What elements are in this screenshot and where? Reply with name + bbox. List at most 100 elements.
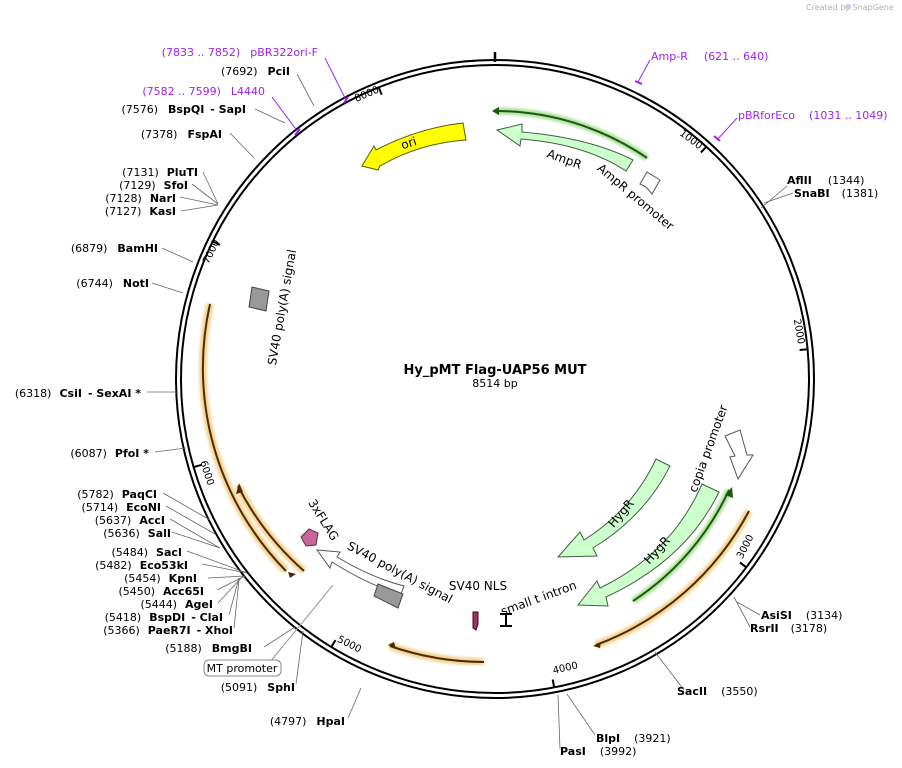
svg-text:(5714)EcoNI: (5714) EcoNI <box>82 501 161 514</box>
svg-text:(5418)BspDI- ClaI: (5418) BspDI - ClaI <box>105 611 223 624</box>
site-name: PasI <box>560 745 586 758</box>
tick-label: 1000 <box>677 128 704 152</box>
tick-label: 2000 <box>791 318 806 345</box>
tick-label: 8000 <box>353 85 381 105</box>
feature-mt-promoter[interactable]: MT promoter <box>203 584 334 677</box>
svg-text:(7833 .. 7852)pBR322ori-F: (7833 .. 7852)pBR322ori-F <box>162 46 318 59</box>
feature-sv40-polya-2[interactable]: SV40 poly(A) signal <box>315 539 455 609</box>
site-pos: (7128) <box>105 192 142 205</box>
tick-mark <box>739 561 747 569</box>
site-pos: (5188) <box>165 642 202 655</box>
feature-label-small-t-intron: small t intron <box>499 578 579 618</box>
site-pos: (5444) <box>140 598 177 611</box>
svg-text:(7129)SfoI: (7129) SfoI <box>119 179 188 192</box>
svg-text:(7378)FspAI: (7378) FspAI <box>141 128 222 141</box>
site-name: FspAI <box>187 128 222 141</box>
feature-hygr-1[interactable]: HygR <box>556 458 671 558</box>
map-title: Hy_pMT Flag-UAP56 MUT <box>403 363 586 378</box>
feature-label-sv40-nls: SV40 NLS <box>449 579 507 593</box>
primer-name: pBRforEco <box>738 109 795 122</box>
site-name: Eco53kI <box>140 559 188 572</box>
site-name: NotI <box>123 277 149 290</box>
svg-text:(5454)KpnI: (5454)KpnI <box>124 572 197 585</box>
site-name: KpnI <box>169 572 197 585</box>
site-pos: (5091) <box>221 681 258 694</box>
site-pos: (5714) <box>82 501 119 514</box>
site-pos: (5418) <box>105 611 142 624</box>
feature-label-ampr: AmpR <box>545 147 583 172</box>
site-name: PaqCI <box>122 488 157 501</box>
svg-text:AsiSI(3134): AsiSI(3134) <box>761 609 842 622</box>
site-name: BamHI <box>117 242 158 255</box>
site-extra: - ClaI <box>191 611 223 624</box>
site-name: Acc65I <box>163 585 204 598</box>
site-pos: (3921) <box>634 732 671 745</box>
site-name: BspDI <box>149 611 185 624</box>
snapgene-logo-icon <box>844 3 852 11</box>
svg-text:RsrII(3178): RsrII (3178) <box>750 622 827 635</box>
orf-arcs[interactable] <box>198 107 753 666</box>
site-pos: (7378) <box>141 128 178 141</box>
svg-text:(6744)NotI: (6744)NotI <box>76 277 149 290</box>
site-name: PfoI * <box>115 447 149 460</box>
restriction-sites <box>147 73 794 750</box>
feature-small-t-intron[interactable]: small t intron <box>499 578 579 627</box>
map-size: 8514 bp <box>472 377 517 390</box>
svg-text:(5450)Acc65I: (5450) Acc65I <box>118 585 204 598</box>
tick-mark <box>551 679 556 688</box>
svg-text:(5091)SphI: (5091)SphI <box>221 681 295 694</box>
site-pos: (7692) <box>221 65 258 78</box>
primer-range: (7833 .. 7852) <box>162 46 241 59</box>
site-extra: - SexAI * <box>88 387 141 400</box>
feature-label-ampr-promoter: AmpR promoter <box>595 161 677 233</box>
primer-range: (621 .. 640) <box>704 50 769 63</box>
site-pos: (6087) <box>70 447 107 460</box>
site-extra: - SapI <box>210 103 246 116</box>
feature-label-sv40-polya-1: SV40 poly(A) signal <box>265 248 299 366</box>
svg-text:(7131)PluTI: (7131)PluTI <box>122 166 198 179</box>
site-pos: (1344) <box>828 174 865 187</box>
feature-copia-promoter[interactable]: copia promoter <box>686 403 754 494</box>
feature-ori[interactable]: ori <box>361 122 467 171</box>
tick-label: 6000 <box>197 459 215 487</box>
site-name: PluTI <box>167 166 198 179</box>
site-pos: (7129) <box>119 179 156 192</box>
site-name: BspQI <box>168 103 204 116</box>
site-name: BlpI <box>596 732 620 745</box>
tick-mark <box>799 348 808 351</box>
restriction-site-labels[interactable]: AflII(1344) SnaBI(1381) AsiSI(3134) RsrI… <box>15 65 878 758</box>
site-name: SfoI <box>164 179 188 192</box>
svg-text:(7128)NarI: (7128)NarI <box>105 192 176 205</box>
site-name: RsrII <box>750 622 779 635</box>
feature-ampr[interactable]: AmpR <box>495 123 634 172</box>
svg-text:(6087)PfoI *: (6087) PfoI * <box>70 447 149 460</box>
site-name: SalI <box>148 527 171 540</box>
site-name: AccI <box>139 514 165 527</box>
svg-text:BlpI(3921): BlpI (3921) <box>596 732 671 745</box>
site-pos: (3134) <box>806 609 843 622</box>
feature-3xflag[interactable]: 3xFLAG <box>300 497 341 547</box>
tick-label: 7000 <box>201 238 222 266</box>
site-pos: (5450) <box>118 585 155 598</box>
tick-mark <box>377 86 383 96</box>
site-name: SnaBI <box>794 187 830 200</box>
site-pos: (5366) <box>103 624 140 637</box>
svg-text:(7692)PciI: (7692) PciI <box>221 65 290 78</box>
feature-label-ori: ori <box>399 134 418 152</box>
svg-text:(5637)AccI: (5637)AccI <box>95 514 165 527</box>
site-name: AflII <box>787 174 812 187</box>
feature-sv40-nls[interactable]: SV40 NLS <box>449 579 507 631</box>
svg-text:(5188)BmgBI: (5188)BmgBI <box>165 642 252 655</box>
site-pos: (7576) <box>121 103 158 116</box>
feature-sv40-polya-1[interactable]: SV40 poly(A) signal <box>248 248 299 366</box>
site-pos: (5636) <box>103 527 140 540</box>
site-pos: (3178) <box>791 622 828 635</box>
primer-range: (1031 .. 1049) <box>809 109 888 122</box>
primers[interactable]: Amp-R(621 .. 640) pBRforEco(1031 .. 1049… <box>142 46 888 142</box>
tick-mark <box>330 639 337 648</box>
tick-marks <box>193 52 808 688</box>
feature-ampr-promoter[interactable]: AmpR promoter <box>595 161 677 233</box>
svg-text:PasI(3992): PasI(3992) <box>560 745 636 758</box>
site-name: EcoNI <box>126 501 161 514</box>
site-name: PciI <box>268 65 290 78</box>
